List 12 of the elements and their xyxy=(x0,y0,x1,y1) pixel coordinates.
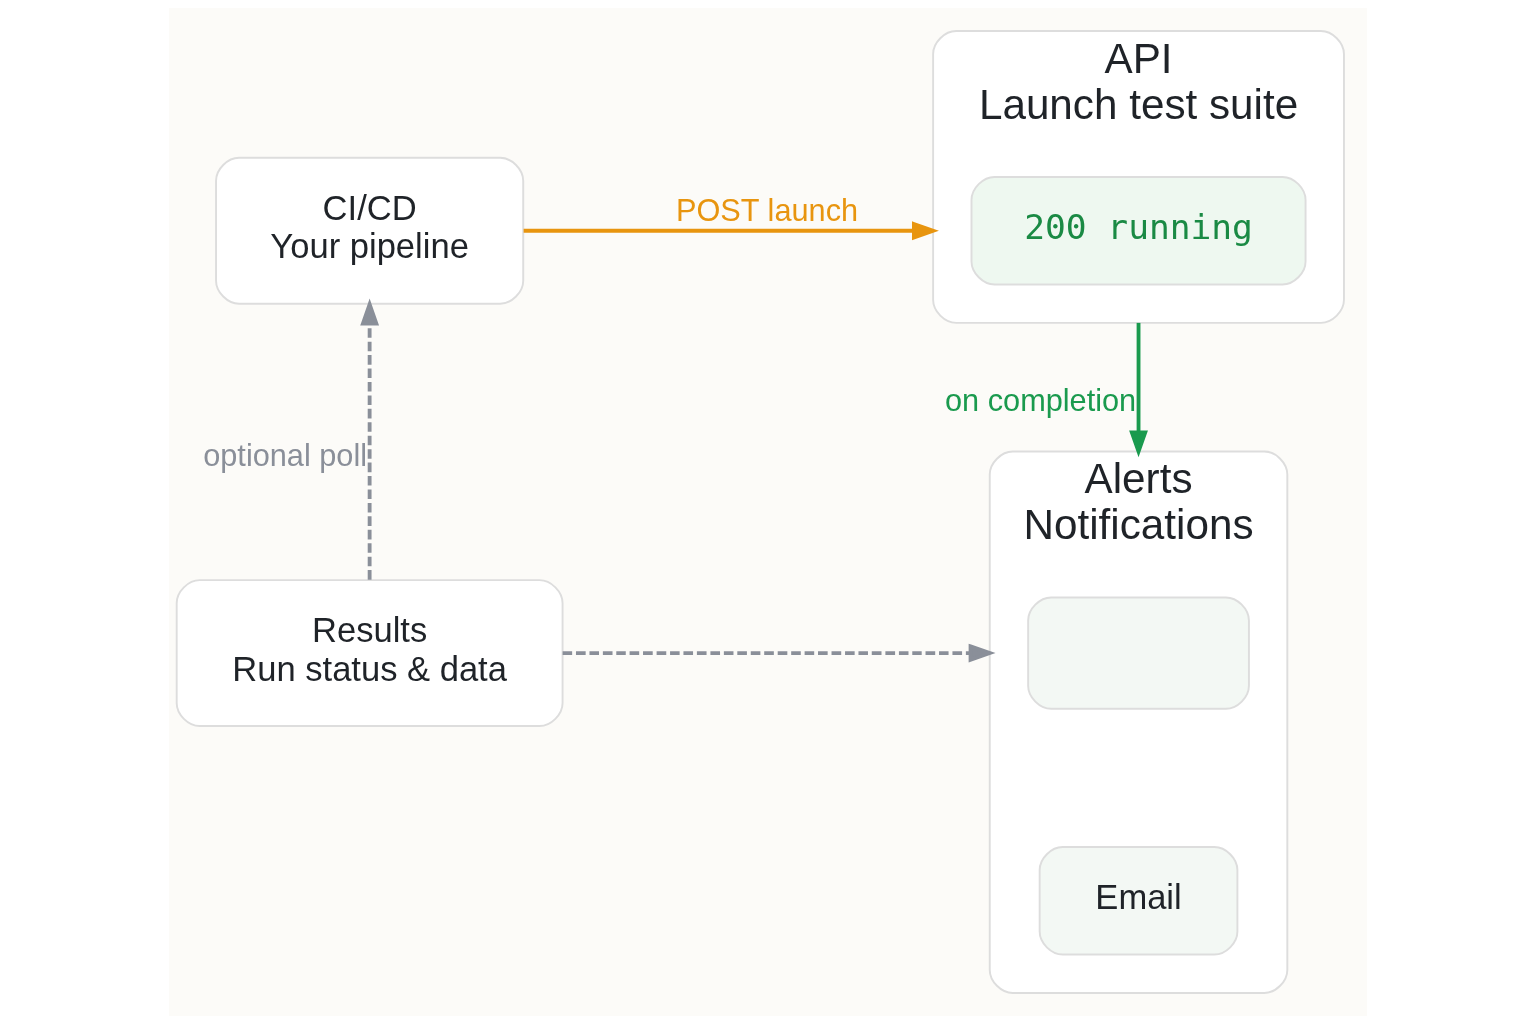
edge-label: on completion xyxy=(945,383,1137,419)
arrow xyxy=(1129,322,1148,458)
node-box: Results Run status & data xyxy=(175,579,564,728)
arrow xyxy=(360,298,380,580)
node-box: 200 running xyxy=(970,176,1307,286)
edge-label: POST launch xyxy=(676,192,859,228)
node-box: Email xyxy=(1038,846,1239,956)
arrow xyxy=(562,643,996,663)
arrow xyxy=(523,221,939,241)
edge-label: optional poll xyxy=(203,438,368,474)
node-box: CI/CD Your pipeline xyxy=(215,156,525,305)
node-box xyxy=(1027,596,1250,710)
